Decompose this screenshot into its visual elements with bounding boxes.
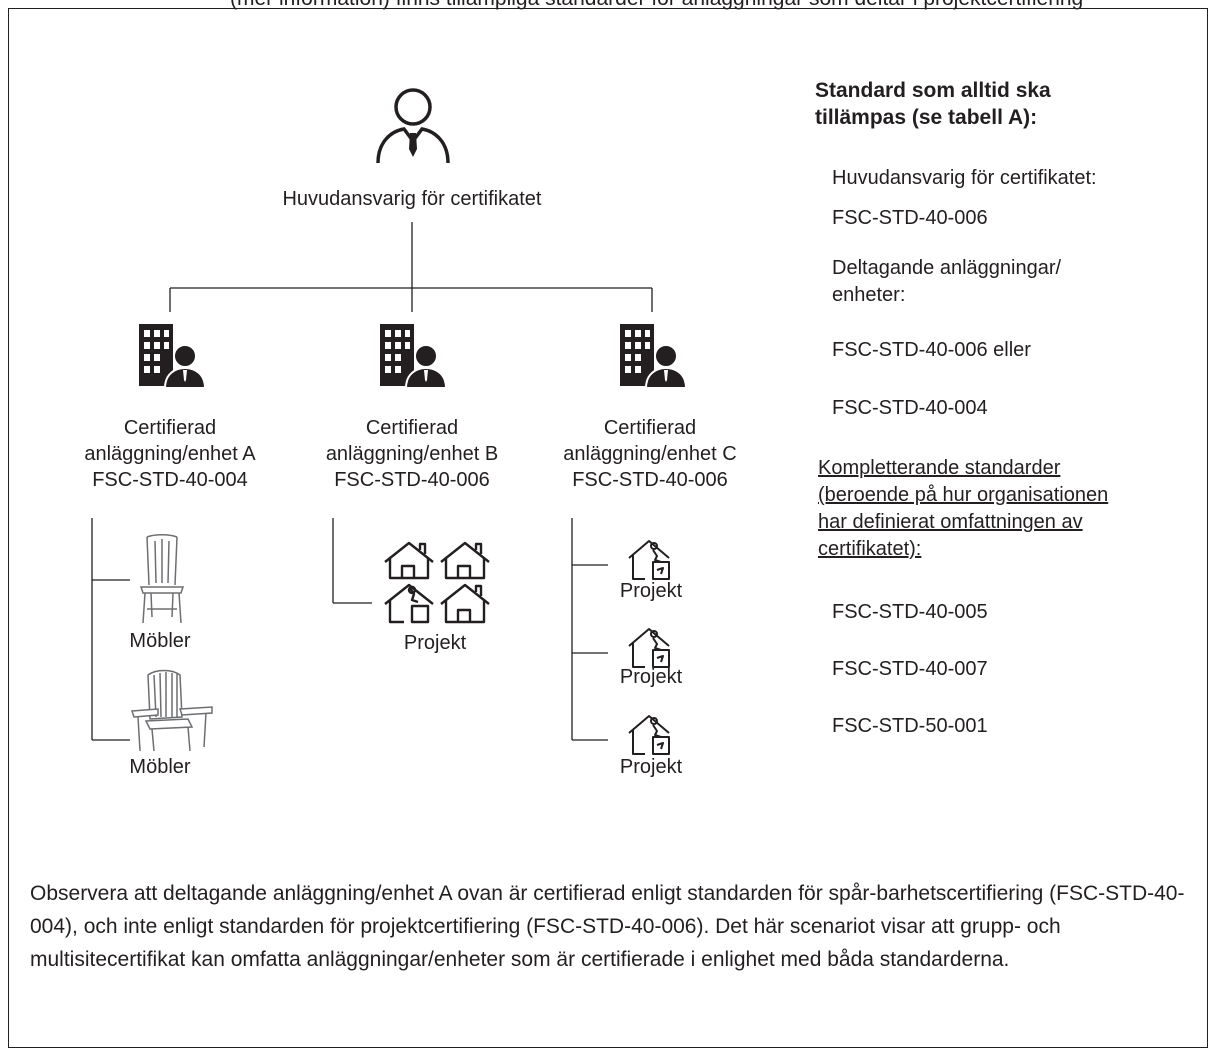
site-a-label: Certifierad anläggning/enhet A FSC-STD-4… xyxy=(70,415,270,493)
sidebar-heading: Standard som alltid ska tillämpas (se ta… xyxy=(815,77,1051,131)
site-c-label: Certifierad anläggning/enhet C FSC-STD-4… xyxy=(540,415,760,493)
office-building-person-icon xyxy=(620,324,688,389)
sidebar-participants-std2: FSC-STD-40-004 xyxy=(832,397,988,419)
houses-group-icon xyxy=(384,541,490,624)
sidebar-main-label: Huvudansvarig för certifikatet: xyxy=(832,167,1097,189)
sidebar-participants-label: Deltagande anläggningar/ enheter: xyxy=(832,255,1061,309)
participants-line2: enheter: xyxy=(832,284,906,306)
person-icon xyxy=(376,88,450,164)
office-building-person-icon xyxy=(380,324,448,389)
participants-line1: Deltagande anläggningar/ xyxy=(832,257,1062,279)
site-standard: FSC-STD-40-006 xyxy=(334,469,490,491)
site-b-label: Certifierad anläggning/enhet B FSC-STD-4… xyxy=(302,415,522,493)
site-line1: Certifierad xyxy=(123,417,217,439)
site-line2: anläggning/enhet C xyxy=(563,443,737,465)
sidebar-comp-std3: FSC-STD-50-001 xyxy=(832,715,988,737)
footnote-paragraph: Observera att deltagande anläggning/enhe… xyxy=(30,882,1185,971)
site-line1: Certifierad xyxy=(603,417,697,439)
child-label: Projekt xyxy=(619,666,683,688)
child-label: Projekt xyxy=(619,756,683,778)
chair-icon xyxy=(139,534,185,624)
lounge-chair-icon xyxy=(130,669,213,752)
site-standard: FSC-STD-40-004 xyxy=(92,469,248,491)
complementary-line2: (beroende på hur organisationen xyxy=(818,484,1109,506)
complementary-line1: Kompletterande standarder xyxy=(818,457,1061,479)
office-building-person-icon xyxy=(139,324,207,389)
house-construction-icon xyxy=(628,715,670,755)
site-line2: anläggning/enhet B xyxy=(325,443,499,465)
sidebar-heading-line1: Standard som alltid ska xyxy=(815,79,1051,102)
child-label: Projekt xyxy=(403,632,467,654)
head-label: Huvudansvarig för certifikatet xyxy=(282,188,542,210)
sidebar-main-standard: FSC-STD-40-006 xyxy=(832,207,988,229)
house-construction-icon xyxy=(628,628,670,668)
child-label: Möbler xyxy=(129,630,191,652)
diagram-frame xyxy=(8,8,1208,1048)
sidebar-participants-std1: FSC-STD-40-006 eller xyxy=(832,339,1031,361)
sidebar-comp-std1: FSC-STD-40-005 xyxy=(832,601,988,623)
sidebar-comp-std2: FSC-STD-40-007 xyxy=(832,658,988,680)
site-line2: anläggning/enhet A xyxy=(84,443,256,465)
house-construction-icon xyxy=(628,540,670,580)
child-label: Möbler xyxy=(129,756,191,778)
site-line1: Certifierad xyxy=(365,417,459,439)
complementary-line3: har definierat omfattningen av xyxy=(818,511,1083,533)
sidebar-complementary-heading: Kompletterande standarder (beroende på h… xyxy=(818,455,1108,563)
child-label: Projekt xyxy=(619,580,683,602)
top-partial-text: (mer information) finns tillämpliga stan… xyxy=(230,0,1083,11)
sidebar-heading-line2: tillämpas (se tabell A): xyxy=(815,106,1038,129)
complementary-line4: certifikatet): xyxy=(818,538,922,560)
site-standard: FSC-STD-40-006 xyxy=(572,469,728,491)
